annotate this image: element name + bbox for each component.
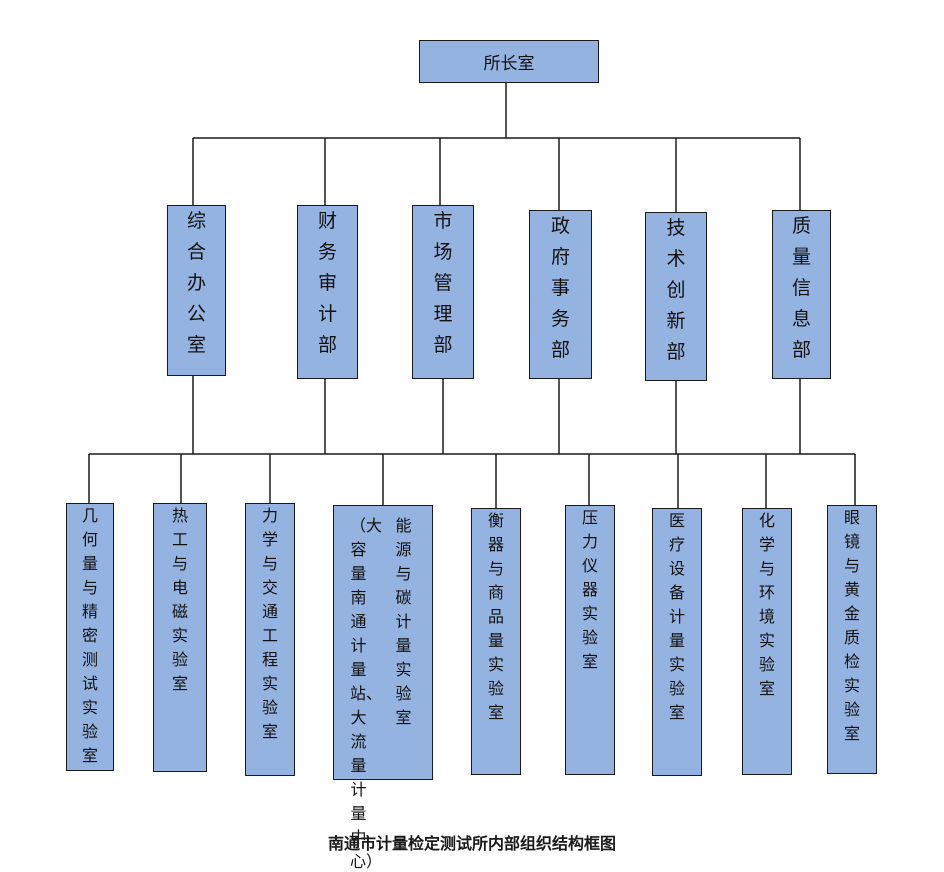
dept-node-label: 质量信息部 bbox=[791, 215, 811, 361]
lab-node-label: 眼镜与黄金质检实验室 bbox=[843, 508, 860, 743]
dept-node-3: 市场管理部 bbox=[412, 205, 474, 379]
lab-node-label: 医疗设备计量实验室 bbox=[668, 511, 685, 722]
lab-node-label: 力学与交通工程实验室 bbox=[261, 506, 278, 741]
lab-node-label: 能源与碳计量实验室 bbox=[395, 516, 412, 727]
lab-node-8: 化学与环境实验室 bbox=[742, 508, 792, 775]
dept-node-5: 技术创新部 bbox=[645, 212, 707, 381]
dept-node-label: 技术创新部 bbox=[666, 217, 686, 363]
dept-node-2: 财务审计部 bbox=[297, 205, 358, 379]
dept-node-label: 政府事务部 bbox=[550, 215, 570, 361]
lab-node-6: 压力仪器实验室 bbox=[565, 505, 615, 775]
lab-node-4: 能源与碳计量实验室 （大容量南通计量站、大流量计量中心） bbox=[333, 505, 433, 871]
dept-node-label: 综合办公室 bbox=[186, 210, 206, 356]
lab-node-3: 力学与交通工程实验室 bbox=[245, 503, 295, 776]
root-node-director-office: 所长室 bbox=[419, 40, 599, 83]
lab-node-sublabel: （大容量南通计量站、大流量计量中心） bbox=[350, 516, 383, 871]
lab-node-7: 医疗设备计量实验室 bbox=[652, 508, 702, 776]
figure-caption: 南通市计量检定测试所内部组织结构框图 bbox=[327, 834, 616, 853]
dept-node-6: 质量信息部 bbox=[772, 210, 831, 379]
lab-node-label: 热工与电磁实验室 bbox=[171, 506, 188, 693]
dept-node-label: 财务审计部 bbox=[317, 210, 337, 356]
lab-node-label: 几何量与精密测试实验室 bbox=[81, 506, 98, 765]
lab-node-label: 化学与环境实验室 bbox=[758, 511, 775, 698]
lab-node-9: 眼镜与黄金质检实验室 bbox=[827, 505, 877, 774]
lab-node-label: 衡器与商品量实验室 bbox=[487, 511, 504, 722]
dept-node-1: 综合办公室 bbox=[167, 205, 226, 376]
root-node-label: 所长室 bbox=[483, 54, 535, 74]
dept-node-label: 市场管理部 bbox=[433, 210, 453, 356]
lab-node-label: 压力仪器实验室 bbox=[581, 508, 598, 671]
lab-node-2: 热工与电磁实验室 bbox=[153, 503, 207, 772]
lab-node-1: 几何量与精密测试实验室 bbox=[66, 503, 114, 771]
lab-node-5: 衡器与商品量实验室 bbox=[471, 508, 521, 775]
dept-node-4: 政府事务部 bbox=[529, 210, 592, 379]
